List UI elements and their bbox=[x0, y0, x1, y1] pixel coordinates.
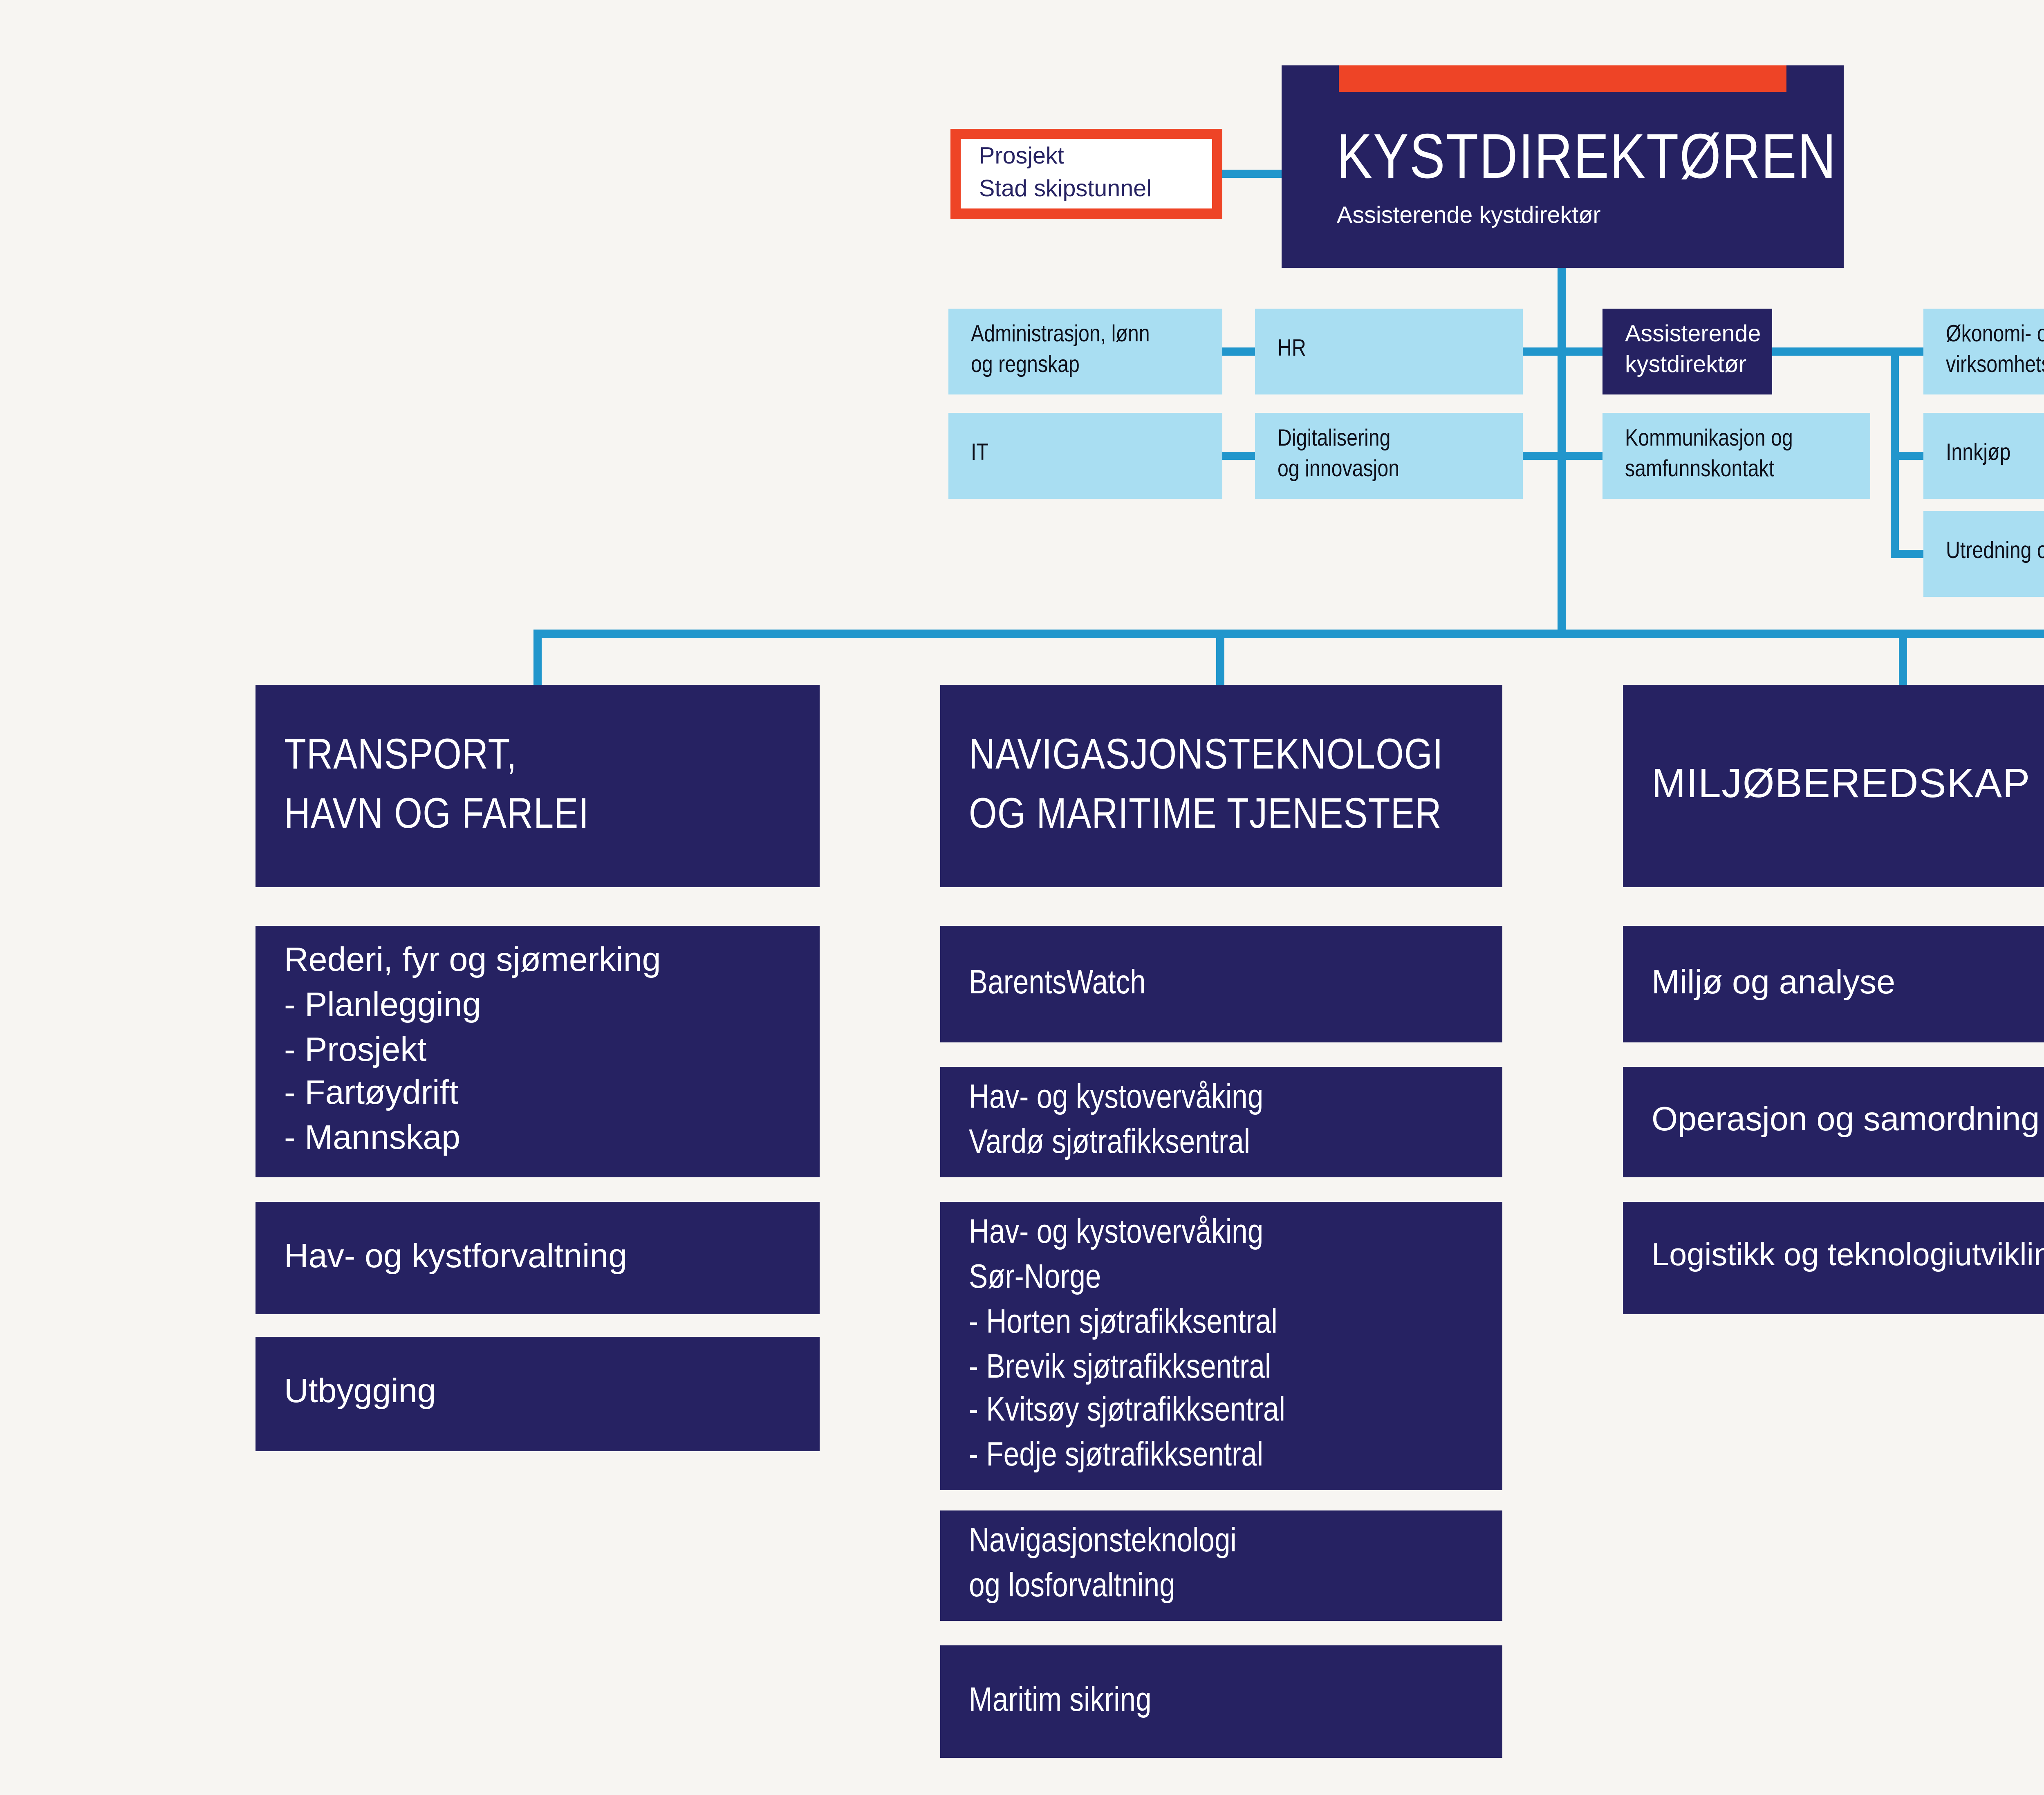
unit-label: Maritim sikring bbox=[969, 1681, 1152, 1718]
staff-box-hr: HR bbox=[1255, 309, 1523, 394]
connector-drop-dept-1 bbox=[533, 630, 542, 685]
unit-hav-kystovervaking-vardo: Hav- og kystovervåking Vardø sjøtrafikks… bbox=[940, 1067, 1502, 1177]
unit-label: Hav- og kystforvaltning bbox=[284, 1237, 628, 1275]
unit-logistikk-og-teknologiutvikling: Logistikk og teknologiutvikling bbox=[1623, 1202, 2044, 1314]
dept-header-navigasjonsteknologi: NAVIGASJONSTEKNOLOGI OG MARITIME TJENEST… bbox=[940, 685, 1502, 887]
unit-label: Logistikk og teknologiutvikling bbox=[1652, 1239, 2044, 1274]
connector-utredning-stub bbox=[1891, 550, 1923, 558]
unit-label: Navigasjonsteknologi og losforvaltning bbox=[969, 1523, 1237, 1605]
project-box-stad-skipstunnel: Prosjekt Stad skipstunnel bbox=[950, 129, 1222, 219]
unit-hav-og-kystforvaltning: Hav- og kystforvaltning bbox=[256, 1202, 820, 1314]
staff-box-kommunikasjon: Kommunikasjon og samfunnskontakt bbox=[1602, 413, 1870, 499]
staff-box-digitalisering: Digitalisering og innovasjon bbox=[1255, 413, 1523, 499]
unit-navigasjonsteknologi-losforvaltning: Navigasjonsteknologi og losforvaltning bbox=[940, 1510, 1502, 1621]
connector-project-to-director bbox=[1222, 170, 1282, 178]
director-box: KYSTDIREKTØREN Assisterende kystdirektør bbox=[1282, 65, 1844, 268]
unit-barentswatch: BarentsWatch bbox=[940, 926, 1502, 1042]
staff-label: Kommunikasjon og samfunnskontakt bbox=[1625, 427, 1793, 482]
unit-label: Operasjon og samordning bbox=[1652, 1102, 2040, 1139]
project-box-label: Prosjekt Stad skipstunnel bbox=[979, 145, 1152, 202]
director-subtitle: Assisterende kystdirektør bbox=[1337, 205, 1601, 230]
connector-row1-left bbox=[1222, 347, 1255, 356]
director-title: KYSTDIREKTØREN bbox=[1337, 120, 1837, 192]
connector-row2-left bbox=[1222, 452, 1255, 460]
dept-header-miljoberedskap: MILJØBEREDSKAP bbox=[1623, 685, 2044, 887]
dept-title: MILJØBEREDSKAP bbox=[1652, 762, 2031, 807]
staff-box-okonomi: Økonomi- og virksomhetsstyring bbox=[1923, 309, 2044, 394]
staff-label: Administrasjon, lønn og regnskap bbox=[971, 323, 1150, 378]
unit-utbygging: Utbygging bbox=[256, 1337, 820, 1451]
unit-operasjon-og-samordning: Operasjon og samordning bbox=[1623, 1067, 2044, 1177]
staff-box-utredning: Utredning og analyse bbox=[1923, 511, 2044, 597]
staff-label: Innkjøp bbox=[1946, 442, 2011, 467]
unit-label: Miljø og analyse bbox=[1652, 964, 1896, 1001]
connector-drop-dept-2 bbox=[1216, 630, 1224, 685]
unit-label: Rederi, fyr og sjømerking - Planlegging … bbox=[284, 941, 661, 1158]
dept-title: NAVIGASJONSTEKNOLOGI OG MARITIME TJENEST… bbox=[969, 732, 1443, 837]
staff-label: Digitalisering og innovasjon bbox=[1278, 427, 1400, 482]
staff-box-innkjop: Innkjøp bbox=[1923, 413, 2044, 499]
staff-box-assisterende-kystdirektor: Assisterende kystdirektør bbox=[1602, 309, 1772, 394]
staff-box-administrasjon: Administrasjon, lønn og regnskap bbox=[948, 309, 1222, 394]
dept-header-transport-havn-farlei: TRANSPORT, HAVN OG FARLEI bbox=[256, 685, 820, 887]
connector-innkjop-stub bbox=[1891, 452, 1923, 460]
director-accent-bar bbox=[1339, 65, 1786, 92]
staff-label: Utredning og analyse bbox=[1946, 540, 2044, 565]
connector-row2-mid bbox=[1523, 452, 1602, 460]
connector-drop-dept-3 bbox=[1899, 630, 1907, 685]
staff-box-it: IT bbox=[948, 413, 1222, 499]
unit-label: Hav- og kystovervåking Vardø sjøtrafikks… bbox=[969, 1079, 1264, 1161]
connector-distributor bbox=[533, 630, 2044, 638]
unit-label: Hav- og kystovervåking Sør-Norge - Horte… bbox=[969, 1213, 1285, 1475]
staff-label: Økonomi- og virksomhetsstyring bbox=[1946, 323, 2044, 378]
unit-rederi-fyr-sjomerking: Rederi, fyr og sjømerking - Planlegging … bbox=[256, 926, 820, 1177]
staff-label: Assisterende kystdirektør bbox=[1625, 323, 1761, 378]
unit-hav-kystovervaking-sor-norge: Hav- og kystovervåking Sør-Norge - Horte… bbox=[940, 1202, 1502, 1490]
staff-label: IT bbox=[971, 442, 988, 467]
staff-label: HR bbox=[1278, 338, 1306, 363]
connector-row1-right bbox=[1772, 347, 1923, 356]
connector-row1-mid bbox=[1523, 347, 1602, 356]
unit-label: BarentsWatch bbox=[969, 964, 1146, 1001]
unit-maritim-sikring: Maritim sikring bbox=[940, 1645, 1502, 1758]
unit-miljo-og-analyse: Miljø og analyse bbox=[1623, 926, 2044, 1042]
unit-label: Utbygging bbox=[284, 1374, 436, 1411]
dept-title: TRANSPORT, HAVN OG FARLEI bbox=[284, 732, 589, 837]
